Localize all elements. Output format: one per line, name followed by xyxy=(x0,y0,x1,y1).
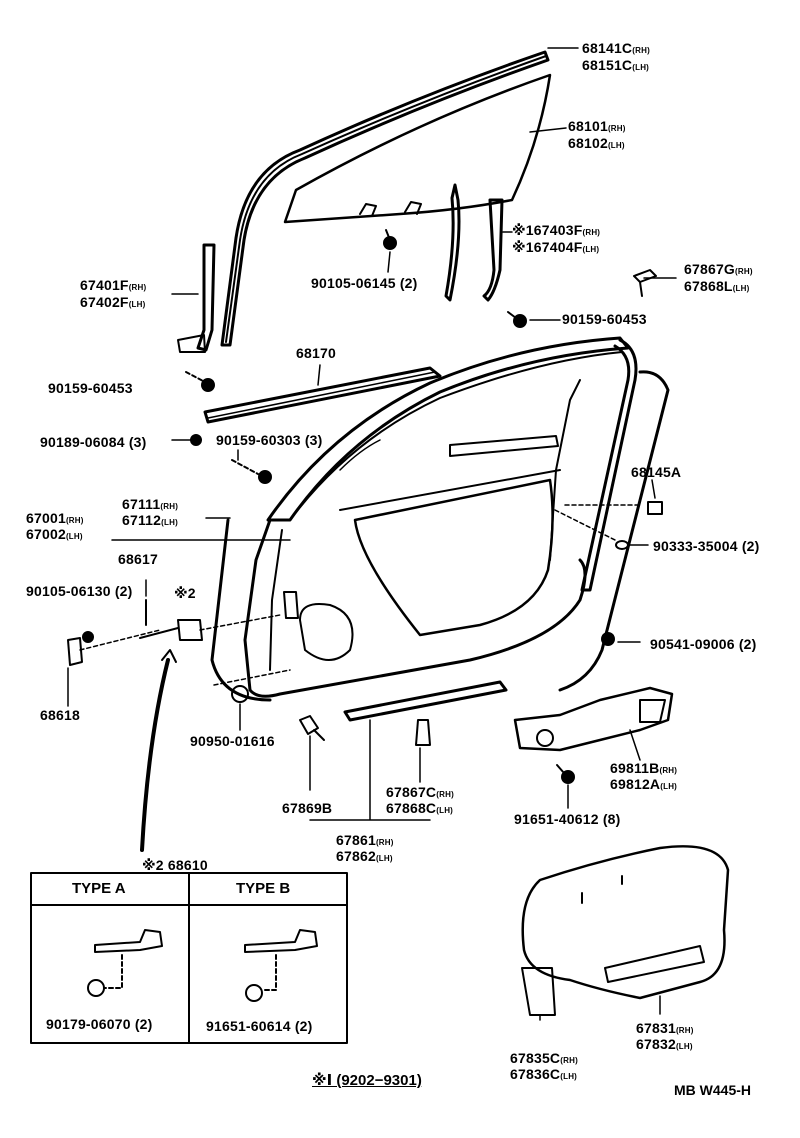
part-label-67831: 67831(RH) xyxy=(636,1020,694,1036)
part-label-67867c: 67867C(RH) xyxy=(386,784,454,800)
type-a-title: TYPE A xyxy=(72,880,126,897)
part-label-67403f: ※167403F(RH) xyxy=(512,222,601,238)
door-hinge xyxy=(67,591,299,666)
center-channel xyxy=(444,183,461,302)
part-label-67835c: 67835C(RH) xyxy=(510,1050,578,1066)
clip-67869b xyxy=(299,715,325,741)
part-label-68170: 68170 xyxy=(296,345,336,361)
door-weatherstrip xyxy=(210,518,272,702)
part-label-67869b: 67869B xyxy=(282,800,333,816)
window-frame-weatherstrip xyxy=(220,50,550,347)
part-label-68141c: 68141C(RH) xyxy=(582,40,650,56)
clip-67867c xyxy=(415,719,431,746)
service-cover-67831 xyxy=(521,845,730,1016)
part-label-90105-06130: 90105-06130 (2) xyxy=(26,583,133,599)
door-glass xyxy=(283,73,552,224)
part-label-67404f: ※167404F(LH) xyxy=(512,239,600,255)
part-label-67868c: 67868C(LH) xyxy=(386,800,454,816)
part-label-68102: 68102(LH) xyxy=(568,135,625,151)
part-label-67861: 67861(RH) xyxy=(336,832,394,848)
belt-molding-68170 xyxy=(203,366,442,424)
part-label-67402f: 67402F(LH) xyxy=(80,294,146,310)
part-label-67112: 67112(LH) xyxy=(122,512,178,528)
part-label-68151c: 68151C(LH) xyxy=(582,57,650,73)
part-label-67111: 67111(RH) xyxy=(122,496,179,512)
part-label-90159-60453-front: 90159-60453 xyxy=(48,380,133,396)
diagram-code: MB W445-H xyxy=(674,1082,752,1098)
part-label-90179-06070: 90179-06070 (2) xyxy=(46,1016,153,1032)
front-channel-bracket xyxy=(177,334,206,353)
clip-67867g xyxy=(633,269,657,297)
front-channel-67401 xyxy=(196,243,216,352)
part-label-68618: 68618 xyxy=(40,707,80,723)
part-label-68145a: 68145A xyxy=(631,464,682,480)
part-label-90159-60303: 90159-60303 (3) xyxy=(216,432,323,448)
part-label-69811b: 69811B(RH) xyxy=(610,760,678,776)
part-label-67401f: 67401F(RH) xyxy=(80,277,147,293)
part-label-90159-60453-rear: 90159-60453 xyxy=(562,311,647,327)
part-label-67867g: 67867G(RH) xyxy=(684,261,753,277)
rear-channel-67403 xyxy=(482,198,504,302)
leader-lines xyxy=(67,47,677,1021)
part-label-67001: 67001(RH) xyxy=(26,510,84,526)
door-panel-67001 xyxy=(243,336,638,698)
part-label-90333-35004: 90333-35004 (2) xyxy=(653,538,760,554)
part-label-68101: 68101(RH) xyxy=(568,118,626,134)
type-b-title: TYPE B xyxy=(236,880,291,897)
part-label-91651-40612: 91651-40612 (8) xyxy=(514,811,621,827)
cover-68145a xyxy=(647,501,663,515)
window-regulator-69811 xyxy=(513,686,674,752)
part-label-67002: 67002(LH) xyxy=(26,526,83,542)
part-label-68610: ※2 68610 xyxy=(142,857,208,873)
rear-weatherstrip xyxy=(558,370,670,692)
part-label-68617: 68617 xyxy=(118,551,158,567)
arrow-68610 xyxy=(161,649,177,663)
part-label-90105-06145: 90105-06145 (2) xyxy=(311,275,418,291)
lower-weatherstrip-67861 xyxy=(343,680,508,722)
footnote-period: ※Ⅰ (9202−9301) xyxy=(312,1072,422,1089)
part-label-67868l: 67868L(LH) xyxy=(684,278,750,294)
bolt-icon xyxy=(82,229,615,784)
type-box xyxy=(30,872,348,1044)
part-label-90541-09006: 90541-09006 (2) xyxy=(650,636,757,652)
part-label-67862: 67862(LH) xyxy=(336,848,393,864)
part-label-note-2: ※2 xyxy=(174,585,196,601)
part-label-90189-06084: 90189-06084 (3) xyxy=(40,434,147,450)
part-label-90950-01616: 90950-01616 xyxy=(190,733,275,749)
part-label-69812a: 69812A(LH) xyxy=(610,776,678,792)
part-label-67836c: 67836C(LH) xyxy=(510,1066,578,1082)
plug-90333 xyxy=(615,540,629,550)
grommet-90950 xyxy=(231,685,249,703)
part-label-91651-60614: 91651-60614 (2) xyxy=(206,1018,313,1034)
part-label-67832: 67832(LH) xyxy=(636,1036,693,1052)
